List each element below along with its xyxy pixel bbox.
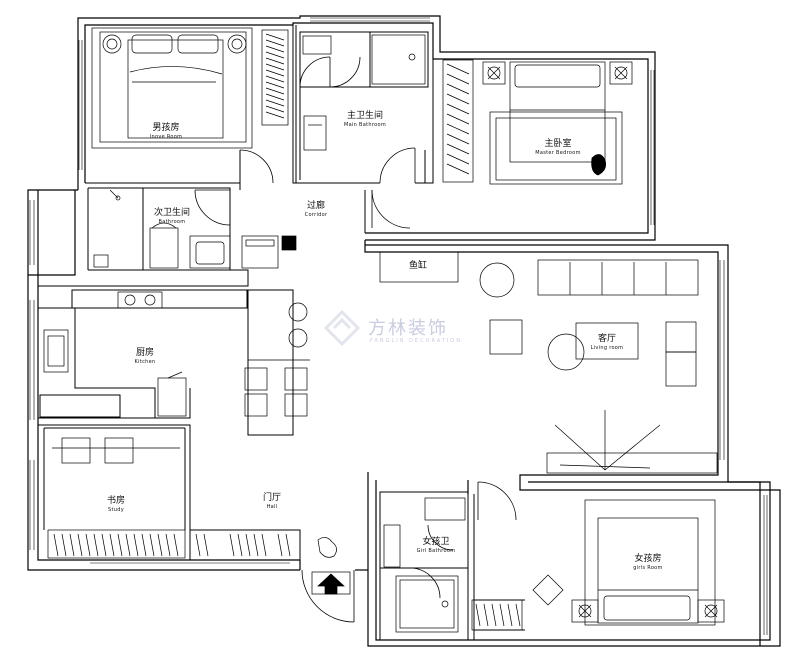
watermark-logo-icon bbox=[323, 309, 361, 347]
room-label-girls-bathroom: 女孩卫 Girl Bathroom bbox=[417, 538, 456, 554]
room-name-cn: 次卫生间 bbox=[153, 208, 191, 218]
room-name-cn: 男孩房 bbox=[152, 123, 180, 133]
room-name-en: Master Bedroom bbox=[535, 150, 581, 156]
room-label-main-bathroom: 主卫生间 Main Bathroom bbox=[344, 112, 386, 128]
main-bathroom-fixtures bbox=[302, 34, 426, 151]
doors bbox=[194, 56, 517, 623]
room-name-cn: 主卧室 bbox=[544, 139, 572, 149]
interior-walls bbox=[38, 25, 525, 641]
room-name-en: Study bbox=[108, 507, 124, 513]
study-furniture bbox=[47, 437, 291, 559]
girls-room-furniture bbox=[471, 499, 725, 631]
girls-bathroom-fixtures bbox=[383, 497, 466, 633]
wardrobe-hatching bbox=[265, 33, 285, 119]
room-name-en: Main Bathroom bbox=[344, 122, 386, 128]
watermark-subtext: FANGLIN DECORATION bbox=[370, 338, 462, 344]
room-label-corridor: 过廊 Corridor bbox=[305, 202, 328, 218]
room-name-en: Girl Bathroom bbox=[416, 548, 456, 554]
room-name-cn: 女孩卫 bbox=[422, 537, 450, 547]
room-label-living-room: 客厅 Living room bbox=[591, 335, 624, 351]
room-name-en: Corridor bbox=[304, 212, 328, 218]
boys-room-furniture bbox=[91, 27, 289, 149]
room-name-cn: 过廊 bbox=[306, 201, 325, 211]
room-name-en: Kitchen bbox=[134, 359, 156, 365]
room-name-cn: 门厅 bbox=[262, 493, 282, 503]
entrance bbox=[311, 537, 351, 595]
room-name-cn: 女孩房 bbox=[634, 554, 662, 564]
room-label-study: 书房 Study bbox=[107, 497, 125, 513]
room-name-cn: 鱼缸 bbox=[408, 261, 428, 271]
room-name-cn: 主卫生间 bbox=[346, 111, 384, 121]
room-label-girls-room: 女孩房 girls Room bbox=[633, 555, 662, 571]
outer-walls bbox=[27, 15, 781, 647]
second-bathroom-fixtures bbox=[93, 189, 297, 269]
room-label-kitchen: 厨房 Kitchen bbox=[135, 349, 156, 365]
room-label-master-bedroom: 主卧室 Master Bedroom bbox=[535, 140, 580, 156]
room-label-fish-tank: 鱼缸 bbox=[409, 262, 427, 271]
room-name-en: Inove Room bbox=[149, 134, 183, 140]
master-bedroom-furniture bbox=[442, 59, 633, 185]
kitchen-fixtures bbox=[43, 291, 310, 417]
room-name-cn: 客厅 bbox=[597, 334, 617, 344]
room-label-second-bathroom: 次卫生间 Bathroom bbox=[154, 209, 190, 225]
room-label-hall: 门厅 Hall bbox=[263, 494, 281, 510]
room-name-en: girls Room bbox=[633, 565, 663, 571]
room-name-en: Living room bbox=[590, 345, 624, 351]
room-label-boys: 男孩房 Inove Room bbox=[150, 124, 183, 140]
living-room-furniture bbox=[379, 251, 718, 474]
windows bbox=[29, 17, 768, 635]
room-name-en: Hall bbox=[266, 504, 278, 510]
watermark-text: 方林装饰 bbox=[368, 318, 448, 339]
room-name-cn: 书房 bbox=[106, 496, 126, 506]
room-name-en: Bathroom bbox=[158, 219, 186, 225]
room-name-cn: 厨房 bbox=[135, 348, 154, 358]
